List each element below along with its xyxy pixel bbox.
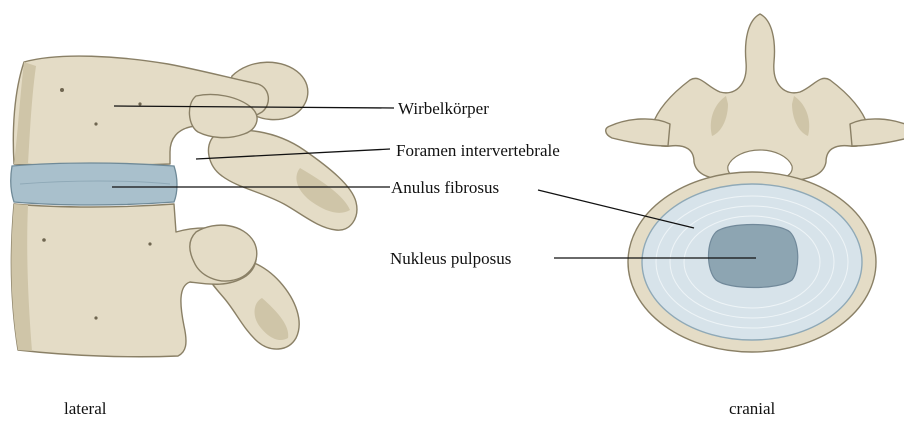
label-nukleus-pulposus: Nukleus pulposus <box>390 249 511 268</box>
intervertebral-disc-side <box>11 163 177 205</box>
label-foramen-intervertebrale: Foramen intervertebrale <box>396 141 560 160</box>
caption-cranial: cranial <box>729 399 776 418</box>
lateral-view-illustration <box>11 56 357 357</box>
upper-spinous-process <box>208 130 356 230</box>
label-anulus-fibrosus: Anulus fibrosus <box>391 178 499 197</box>
label-wirbelkoerper: Wirbelkörper <box>398 99 489 118</box>
nucleus-pulposus <box>709 225 798 288</box>
cranial-view-illustration <box>606 14 904 352</box>
caption-lateral: lateral <box>64 399 107 418</box>
